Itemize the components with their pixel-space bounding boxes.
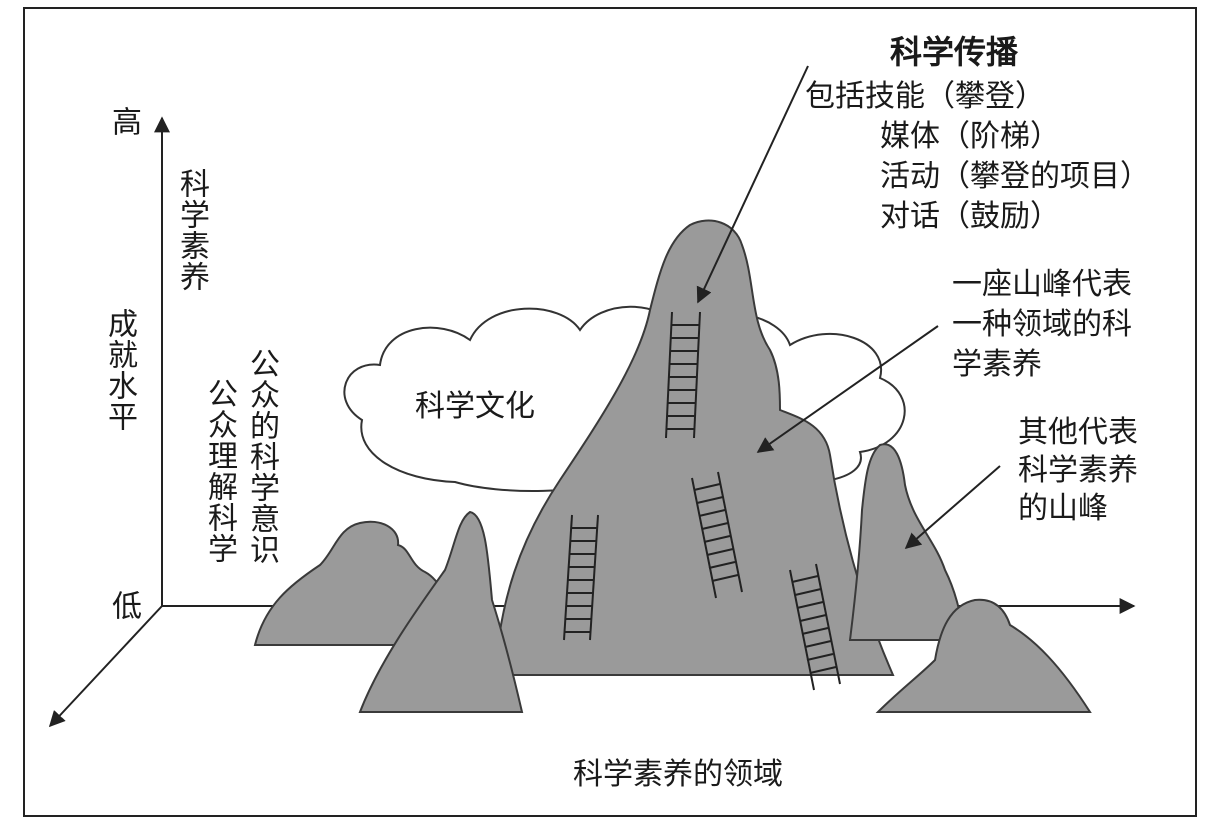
includes-line-2: 媒体（阶梯） xyxy=(880,119,1060,154)
peak-label-line-2: 一种领域的科 xyxy=(952,307,1132,342)
ladder-top xyxy=(665,311,701,439)
axis-low-label: 低 xyxy=(106,590,141,621)
right-front-peak xyxy=(875,598,1092,713)
pointer-one-peak xyxy=(756,325,939,453)
domain-label: 科学素养的领域 xyxy=(573,757,783,792)
outer-border xyxy=(23,7,1197,817)
includes-line-3: 活动（攀登的项目） xyxy=(880,159,1150,194)
annotation-literacy: 科学素养 xyxy=(174,168,209,292)
annotation-understanding: 公众理解科学 xyxy=(202,378,237,564)
other-peaks-line-2: 科学素养 xyxy=(1018,453,1138,488)
pointer-communication xyxy=(696,65,809,304)
other-peaks-line-1: 其他代表 xyxy=(1018,415,1138,450)
includes-line-4: 对话（鼓励） xyxy=(880,199,1060,234)
front-left-peak xyxy=(358,510,524,713)
ladder-middle xyxy=(691,471,743,599)
left-small-peak xyxy=(253,520,464,646)
other-peaks-line-3: 的山峰 xyxy=(1018,491,1108,526)
axis-high-label: 高 xyxy=(106,106,141,137)
annotation-awareness: 公众的科学意识 xyxy=(244,348,279,565)
ladder-right xyxy=(789,563,841,691)
depth-axis xyxy=(48,605,163,728)
ladder-left xyxy=(563,514,599,641)
axis-achievement-label: 成就水平 xyxy=(102,308,137,432)
peak-label-line-3: 学素养 xyxy=(952,347,1042,382)
right-tall-peak xyxy=(848,443,967,641)
peak-label-line-1: 一座山峰代表 xyxy=(952,267,1132,302)
pointer-other-peaks xyxy=(904,465,1001,550)
includes-line-1: 包括技能（攀登） xyxy=(805,79,1045,114)
culture-label: 科学文化 xyxy=(415,389,535,424)
diagram-title: 科学传播 xyxy=(890,33,1019,71)
